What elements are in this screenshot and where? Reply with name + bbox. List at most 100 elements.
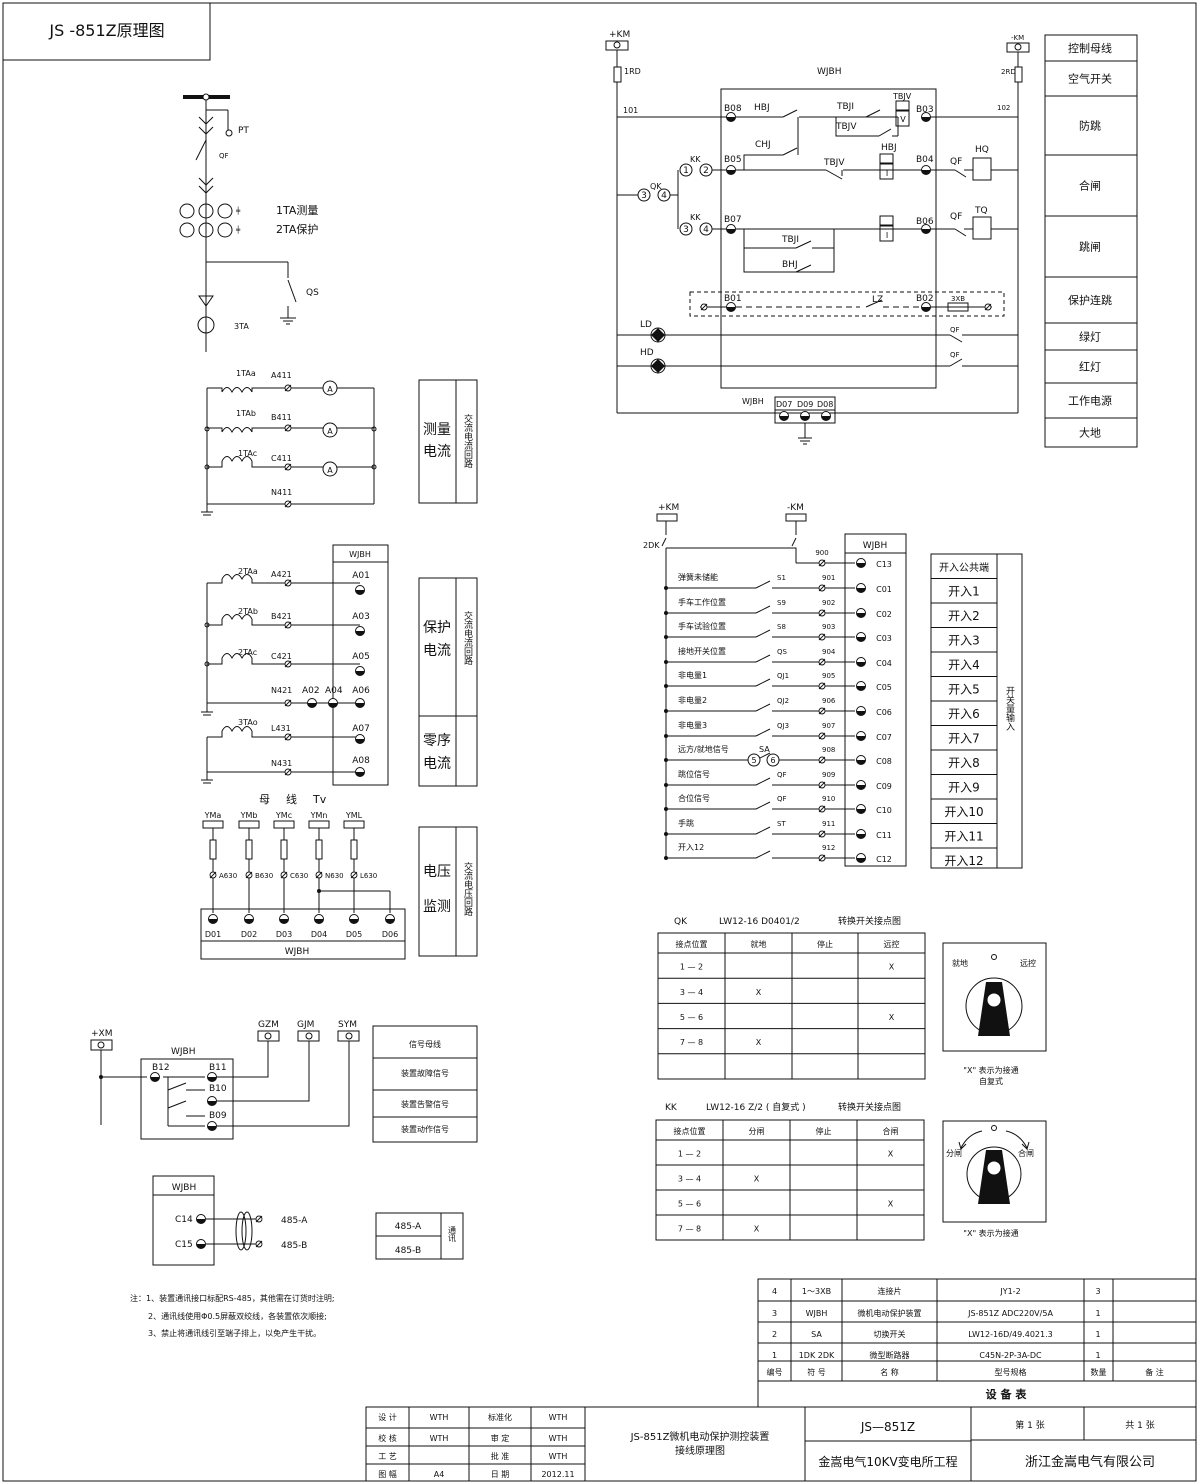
coil-mark: I bbox=[886, 169, 888, 178]
term-d05: D05 bbox=[346, 930, 362, 939]
wire-909: 909 bbox=[822, 771, 835, 779]
contact-label: QF bbox=[777, 795, 787, 803]
legend-text: 485-B bbox=[395, 1246, 421, 1256]
kk-knob: 分闸 合闸 "X" 表示为接通 bbox=[942, 1120, 1047, 1238]
contact-label: QJ2 bbox=[777, 697, 789, 705]
out-485b: 485-B bbox=[281, 1241, 307, 1251]
contact-label: QS bbox=[777, 648, 788, 656]
legend-text: 合闸 bbox=[1079, 179, 1101, 193]
bus-title: 母 bbox=[259, 793, 270, 806]
prot-row-a: 2TAa A421 A01 bbox=[207, 567, 370, 595]
wire-102: 102 bbox=[997, 104, 1010, 112]
term-c07: C07 bbox=[876, 733, 892, 742]
lamp-ld-label: LD bbox=[640, 320, 652, 330]
term-c12: C12 bbox=[876, 855, 892, 864]
wire-906: 906 bbox=[822, 697, 836, 705]
knob-note: 自复式 bbox=[979, 1076, 1003, 1086]
wire-905: 905 bbox=[822, 672, 835, 680]
bus-title: Tv bbox=[312, 793, 327, 806]
wjbh-label: WJBH bbox=[863, 541, 888, 551]
knob-label: 远控 bbox=[1020, 958, 1036, 968]
term-c05: C05 bbox=[876, 683, 892, 692]
title-cell: 审 定 bbox=[491, 1433, 510, 1443]
contact-label: QJ1 bbox=[777, 672, 789, 680]
table-cell: X bbox=[754, 1225, 760, 1234]
term-a03: A03 bbox=[352, 612, 370, 622]
input-signal-label: 手车工作位置 bbox=[678, 597, 726, 607]
svg-text:╪: ╪ bbox=[235, 206, 241, 215]
input-signal-label: 远方/就地信号 bbox=[678, 744, 729, 754]
table-header: 名 称 bbox=[880, 1367, 899, 1377]
legend-text: 开入6 bbox=[948, 707, 980, 721]
table-cell: 1 — 2 bbox=[678, 1150, 701, 1159]
kk-contact-table: KK LW12-16 Z/2 ( 自复式 ) 转换开关接点图 接点位置分闸停止合… bbox=[655, 1101, 925, 1241]
legend-text: 保护连跳 bbox=[1068, 293, 1112, 307]
term-c15: C15 bbox=[175, 1240, 193, 1250]
protection-current-legend: 保护 电流 交流电流回路 零序 电流 bbox=[418, 577, 478, 787]
table-head: LW12-16 Z/2 ( 自复式 ) bbox=[706, 1101, 806, 1113]
sheet-number: 第 1 张 bbox=[1015, 1419, 1044, 1431]
primary-single-line: PT QF ╪╪ 1TA测量 2TA保护 QS 3TA bbox=[179, 93, 319, 352]
legend-text: 防跳 bbox=[1079, 119, 1101, 133]
term-c02: C02 bbox=[876, 610, 892, 619]
wire-903: 903 bbox=[822, 623, 835, 631]
qk-contact-table: QK LW12-16 D0401/2 转换开关接点图 接点位置就地停止远控1 —… bbox=[657, 915, 926, 1080]
contact-num: 3 bbox=[641, 191, 647, 201]
bus-sym: SYM bbox=[338, 1020, 357, 1030]
wire-911: 911 bbox=[822, 820, 835, 828]
term-c03: C03 bbox=[876, 634, 892, 643]
wire-n630: N630 bbox=[325, 872, 344, 880]
legend-text: 工作电源 bbox=[1068, 394, 1112, 408]
table-cell: JY1-2 bbox=[999, 1287, 1020, 1296]
relay-bhj: BHJ bbox=[782, 260, 798, 270]
signal-circuit: +XM WJBH B12 B11 B10 B09 GZM GJM SYM bbox=[90, 1020, 360, 1140]
table-cell: X bbox=[889, 1013, 895, 1022]
comm-legend: 485-A 485-B 通讯 bbox=[375, 1212, 464, 1260]
input-signal-label: 非电量2 bbox=[678, 695, 707, 705]
kk-label: KK bbox=[690, 155, 701, 164]
legend-text: 监测 bbox=[423, 899, 451, 915]
term-c14: C14 bbox=[175, 1215, 193, 1225]
drawing-name: JS-851Z微机电动保护测控装置 bbox=[630, 1430, 770, 1443]
term-b12: B12 bbox=[152, 1063, 170, 1073]
table-cell: LW12-16D/49.4021.3 bbox=[968, 1330, 1052, 1339]
coil-mark: I bbox=[886, 231, 888, 240]
measure-current-circuit: 1TAa A411 A 1TAb B411 A 1TAc C411 A N411 bbox=[201, 369, 377, 516]
project-name: 金嵩电气10KV变电所工程 bbox=[818, 1454, 957, 1469]
table-cell: WJBH bbox=[806, 1309, 828, 1318]
table-header: 数量 bbox=[1091, 1367, 1107, 1377]
legend-text: 空气开关 bbox=[1068, 72, 1112, 86]
legend-text: 开入10 bbox=[944, 805, 983, 819]
legend-text: 电流 bbox=[423, 756, 451, 772]
table-cell: 1 bbox=[1095, 1351, 1100, 1360]
wjbh-label: WJBH bbox=[349, 550, 371, 559]
contact-num: 2 bbox=[703, 166, 709, 176]
company-name: 浙江金嵩电气有限公司 bbox=[1025, 1454, 1155, 1470]
table-header: 停止 bbox=[817, 939, 833, 949]
relay-hbj: HBJ bbox=[754, 103, 770, 113]
table-header: 接点位置 bbox=[676, 939, 708, 949]
legend-text: 开入8 bbox=[948, 756, 980, 770]
qk-label: QK bbox=[650, 182, 662, 191]
table-cell: 3 — 4 bbox=[678, 1175, 701, 1184]
legend-text: 电压 bbox=[423, 864, 451, 880]
contact-num: 3 bbox=[683, 225, 689, 235]
table-cell: 切换开关 bbox=[874, 1329, 906, 1339]
protection-current-circuit: WJBH 2TAa A421 A01 2TAb B421 A03 2TAc C4… bbox=[201, 544, 389, 786]
term-a01: A01 bbox=[352, 571, 370, 581]
note-line: 2、通讯线使用Φ0.5屏蔽双绞线，各装置依次顺接; bbox=[148, 1311, 327, 1321]
breaker-qf: QF bbox=[950, 157, 962, 167]
ta2-label: 2TA保护 bbox=[276, 222, 318, 236]
binary-inputs-legend: 开关量输入 开入公共端开入1开入2开入3开入4开入5开入6开入7开入8开入9开入… bbox=[930, 553, 1023, 869]
legend-text: 485-A bbox=[395, 1222, 422, 1232]
legend-text: 控制母线 bbox=[1068, 41, 1112, 55]
bus-yml: YML bbox=[345, 811, 363, 820]
term-d07: D07 bbox=[776, 400, 792, 409]
input-signal-label: 非电量1 bbox=[678, 670, 707, 680]
bus-ymc: YMc bbox=[275, 811, 292, 820]
ct-2taa: 2TAa bbox=[238, 567, 258, 576]
voltage-circuit: 母 线 Tv YMaA630YMbB630YMcC630YMnN630YMLL6… bbox=[200, 792, 406, 960]
bus-gjm: GJM bbox=[297, 1020, 314, 1030]
